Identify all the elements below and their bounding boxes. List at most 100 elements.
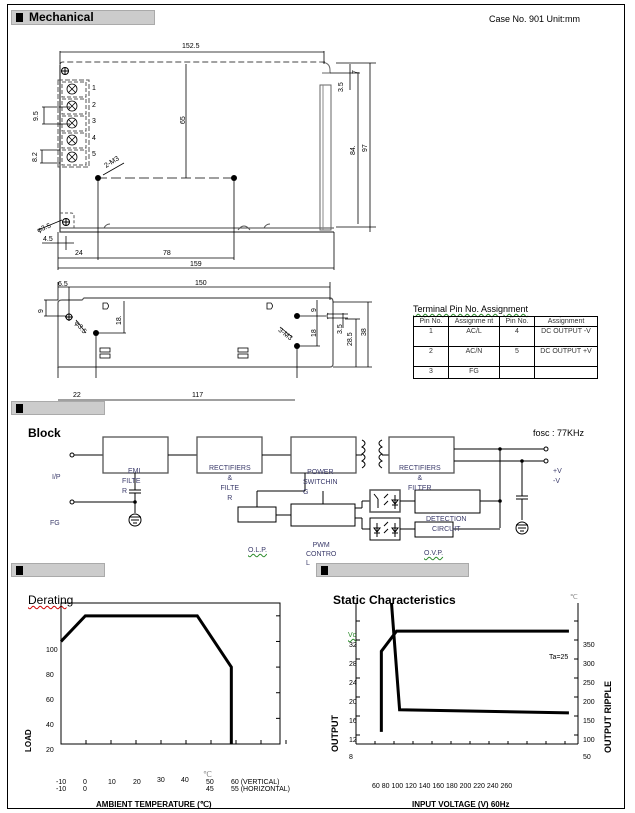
- dim-4-5: 4.5: [43, 236, 53, 243]
- pwm-line: PWM: [312, 542, 330, 549]
- rect2-line: RECTIFIERS: [399, 465, 441, 472]
- static-y-tick-label-right: 250: [583, 680, 595, 687]
- static-y-tick-label-left: 20: [349, 699, 357, 706]
- static-y-tick-label-right: 300: [583, 661, 595, 668]
- terminal-pin-table: Pin No. Assignme nt Pin No. Assignment 1…: [413, 316, 598, 379]
- static-y-tick-label-right: 150: [583, 718, 595, 725]
- section-marker-icon: [16, 566, 23, 575]
- terminal-label-4: 4: [92, 135, 96, 142]
- static-xlabel: INPUT VOLTAGE (V) 60Hz: [412, 800, 510, 809]
- dim-117: 117: [192, 392, 204, 399]
- pwm-control-label: PWM CONTRO L: [306, 541, 336, 568]
- rect-line: RECTIFIERS: [209, 465, 251, 472]
- static-y-tick-label-left: 28: [349, 661, 357, 668]
- derating-x-tick-label-vertical: 10: [108, 779, 116, 786]
- detection-circuit-label: DETECTION CIRCUIT: [426, 515, 466, 535]
- derating-x-tick-label-vertical: 20: [133, 779, 141, 786]
- detection-line: CIRCUIT: [432, 526, 461, 533]
- rect2-line: FILTER: [408, 485, 432, 492]
- dim-6-5: 6.5: [58, 281, 68, 288]
- fosc-label: fosc : 77KHz: [533, 428, 585, 438]
- derating-section-header: [11, 563, 105, 577]
- power-switching-label: POWER SWITCHIN G: [303, 468, 338, 498]
- screw-icon: [61, 67, 69, 75]
- static-y-tick-label-left: 8: [349, 754, 353, 761]
- detection-line: DETECTION: [426, 516, 467, 523]
- emi-line: EMI: [128, 468, 141, 475]
- terminal-label-2: 2: [92, 102, 96, 109]
- emi-filter-label: EMI FILTE R: [122, 467, 141, 497]
- minus-v-label: -V: [553, 478, 560, 485]
- table-row: 1 AC/L 4 DC OUTPUT -V: [413, 326, 598, 347]
- table-row: 3 FG: [413, 366, 598, 379]
- olp-label: O.L.P.: [248, 547, 267, 554]
- block-diagram: [69, 436, 549, 541]
- static-y-tick-label-right: 200: [583, 699, 595, 706]
- power-line: POWER: [307, 469, 334, 476]
- block-section-header: [11, 401, 105, 415]
- emi-line: FILTE: [122, 478, 141, 485]
- dim-24: 24: [75, 250, 83, 257]
- rect-line: FILTE: [220, 485, 240, 492]
- terminal-label-5: 5: [92, 151, 96, 158]
- derating-xlabel: AMBIENT TEMPERATURE (℃): [96, 800, 212, 809]
- static-y-tick-label-right: 350: [583, 642, 595, 649]
- derating-x-tick-label-horizontal: 55 (HORIZONTAL): [231, 786, 290, 793]
- power-line: G: [303, 489, 309, 496]
- static-y-tick-label-left: 12: [349, 737, 357, 744]
- emi-line: R: [122, 488, 128, 495]
- dim-159: 159: [190, 261, 202, 268]
- derating-x-tick-label-horizontal: 0: [83, 786, 87, 793]
- fg-label: FG: [50, 520, 60, 527]
- rect-line: R: [227, 495, 233, 502]
- plus-v-label: +V: [553, 468, 562, 475]
- static-y-tick-label-right: 100: [583, 737, 595, 744]
- section-marker-icon: [16, 404, 23, 413]
- derating-x-tick-label-vertical: 50: [206, 779, 214, 786]
- derating-y-tick-label: 60: [46, 697, 54, 704]
- derating-x-tick-label-vertical: 60 (VERTICAL): [231, 779, 280, 786]
- static-unit-mark: ℃: [570, 594, 578, 601]
- block-title: Block: [28, 426, 61, 440]
- static-ripple-line: [389, 602, 569, 715]
- dim-78: 78: [163, 250, 171, 257]
- static-output-voltage-line: [379, 629, 569, 732]
- static-y-tick-label-right: 50: [583, 754, 591, 761]
- table-cell: FG: [448, 366, 500, 379]
- pwm-line: L: [306, 560, 310, 567]
- table-cell: [534, 366, 598, 379]
- static-x-ticks: 60 80 100 120 140 160 180 200 220 240 26…: [372, 783, 513, 790]
- mechanical-title: Mechanical: [29, 10, 94, 24]
- case-info: Case No. 901 Unit:mm: [489, 14, 581, 24]
- static-annotation: Ta=25: [549, 654, 569, 661]
- derating-x-tick-label-horizontal: -10: [56, 786, 67, 793]
- derating-x-tick-label-vertical: 0: [83, 779, 87, 786]
- rect2-line: &: [417, 475, 423, 482]
- terminal-table-title: Terminal Pin No. Assignment: [413, 304, 529, 314]
- table-header-row: Pin No. Assignme nt Pin No. Assignment: [413, 316, 598, 327]
- terminal-label-1: 1: [92, 85, 96, 92]
- dim-152-5: 152.5: [182, 43, 200, 50]
- derating-unit-mark: ℃: [203, 770, 212, 779]
- derating-x-tick-label-vertical: 30: [157, 777, 165, 784]
- ovp-label: O.V.P.: [424, 550, 444, 557]
- derating-plot-frame: [60, 602, 281, 745]
- static-y-unit: Vc: [348, 632, 357, 639]
- pwm-line: CONTRO: [306, 551, 337, 558]
- rectifier-filter-2-label: RECTIFIERS & FILTER: [399, 464, 441, 494]
- rect-line: &: [227, 475, 233, 482]
- static-y-tick-label-left: 32: [349, 642, 357, 649]
- dim-150: 150: [195, 280, 207, 287]
- derating-y-tick-label: 100: [46, 647, 58, 654]
- dim-22: 22: [73, 392, 81, 399]
- static-section-header: [316, 563, 469, 577]
- mechanical-section-header: Mechanical: [11, 10, 155, 25]
- side-view-drawing: [44, 282, 372, 401]
- section-marker-icon: [321, 566, 328, 575]
- power-line: SWITCHIN: [303, 479, 338, 486]
- static-ylabel-left: OUTPUT: [330, 715, 340, 752]
- derating-series-line: [59, 614, 233, 744]
- derating-x-tick-label-vertical: 40: [181, 777, 189, 784]
- top-view-drawing: [37, 51, 376, 270]
